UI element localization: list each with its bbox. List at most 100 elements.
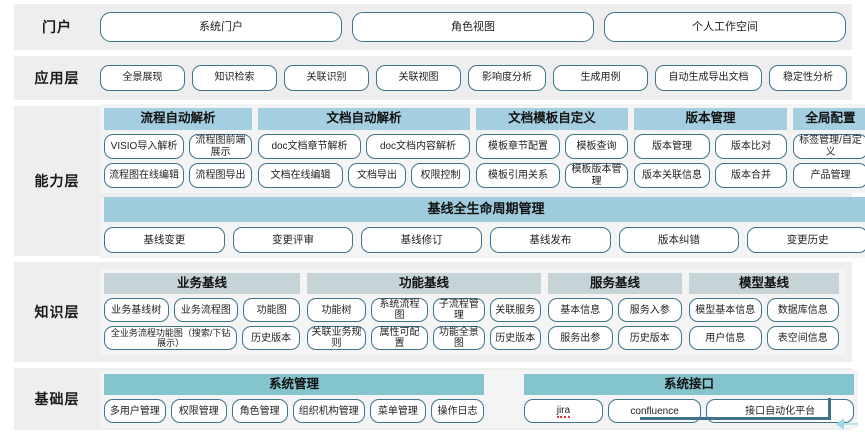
know-item-full-business-process-function-map[interactable]: 全业务流程功能图（搜索/下钻展示）	[104, 326, 238, 351]
portal-item-strip: 系统门户 角色视图 个人工作空间	[100, 12, 846, 42]
cap-item-doc-content-parse[interactable]: doc文档内容解析	[366, 134, 470, 160]
knowledge-group-service-baseline: 服务基线 基本信息 服务入参 服务出参 历史版本	[548, 272, 682, 351]
cap-item-tag-management-custom[interactable]: 标签管理/自定义	[793, 134, 865, 160]
cap-item-version-relation-info[interactable]: 版本关联信息	[634, 163, 710, 189]
know-item-business-baseline-tree[interactable]: 业务基线树	[104, 298, 169, 323]
know-item-function-tree[interactable]: 功能树	[307, 298, 366, 323]
know-item-history-version-business[interactable]: 历史版本	[242, 326, 300, 351]
base-item-jira[interactable]: jira	[524, 399, 603, 424]
base-item-permission-management[interactable]: 权限管理	[170, 399, 227, 424]
lifecycle-item-strip: 基线变更 变更评审 基线修订 基线发布 版本纠错 变更历史	[104, 226, 865, 253]
app-item-impact-analysis[interactable]: 影响度分析	[468, 65, 546, 91]
capability-group-header-process-parse: 流程自动解析	[104, 108, 252, 131]
capability-group-process-parse: 流程自动解析 VISIO导入解析 流程图前端展示 流程图在线编辑 流程图导出	[104, 108, 252, 189]
cap-item-version-merge[interactable]: 版本合并	[715, 163, 787, 189]
knowledge-group-header-function-baseline: 功能基线	[307, 272, 541, 295]
cap-item-template-version-management[interactable]: 模板版本管理	[565, 163, 628, 189]
know-item-system-flowchart[interactable]: 系统流程图	[371, 298, 429, 323]
cap-item-flowchart-frontend-display[interactable]: 流程图前端展示	[189, 134, 252, 160]
cap-item-template-query[interactable]: 模板查询	[565, 134, 628, 160]
know-item-basic-info[interactable]: 基本信息	[548, 298, 613, 323]
knowledge-group-model-baseline: 模型基线 模型基本信息 数据库信息 用户信息 表空间信息	[689, 272, 839, 351]
base-item-menu-management[interactable]: 菜单管理	[369, 399, 426, 424]
know-item-related-business-rule[interactable]: 关联业务规则	[307, 326, 366, 351]
decorative-arrow-line	[840, 423, 858, 425]
layer-label-knowledge: 知识层	[34, 304, 80, 320]
layer-body-capability: 流程自动解析 VISIO导入解析 流程图前端展示 流程图在线编辑 流程图导出	[100, 104, 865, 258]
decorative-arrow-head-icon	[836, 418, 844, 430]
knowledge-group-header-service-baseline: 服务基线	[548, 272, 682, 295]
app-item-relation-view[interactable]: 关联视图	[376, 65, 461, 91]
cap-item-doc-export[interactable]: 文档导出	[348, 163, 406, 189]
layer-row-portal: 门户 系统门户 角色视图 个人工作空间	[14, 4, 852, 50]
lifecycle-item-version-correction[interactable]: 版本纠错	[618, 226, 740, 253]
capability-group-doc-parse: 文档自动解析 doc文档章节解析 doc文档内容解析 文档在线编辑 文档导出 权…	[258, 108, 470, 189]
capability-lifecycle-block: 基线全生命周期管理 基线变更 变更评审 基线修订 基线发布 版本纠错 变更历史	[100, 197, 865, 258]
base-item-org-structure-management[interactable]: 组织机构管理	[292, 399, 365, 424]
portal-item-system-portal[interactable]: 系统门户	[100, 12, 342, 42]
base-item-multi-user-management[interactable]: 多用户管理	[104, 399, 166, 424]
portal-item-personal-workspace[interactable]: 个人工作空间	[604, 12, 846, 42]
app-item-generate-usecase[interactable]: 生成用例	[553, 65, 648, 91]
base-item-operation-log[interactable]: 操作日志	[430, 399, 484, 424]
lifecycle-item-baseline-revise[interactable]: 基线修订	[361, 226, 483, 253]
know-item-function-map[interactable]: 功能图	[243, 298, 301, 323]
cap-item-template-reference-relation[interactable]: 模板引用关系	[476, 163, 560, 189]
capability-group-global-config: 全局配置 标签管理/自定义 产品管理	[793, 108, 865, 189]
foundation-group-system-interface: 系统接口 jira confluence 接口自动化平台	[524, 373, 854, 424]
cap-item-version-compare[interactable]: 版本比对	[715, 134, 787, 160]
know-item-business-flowchart[interactable]: 业务流程图	[173, 298, 239, 323]
lifecycle-item-baseline-change[interactable]: 基线变更	[104, 226, 225, 253]
know-item-function-panorama[interactable]: 功能全景图	[433, 326, 485, 351]
capability-group-header-doc-parse: 文档自动解析	[258, 108, 470, 131]
capability-group-doc-template: 文档模板自定义 模板章节配置 模板查询 模板引用关系 模板版本管理	[476, 108, 628, 189]
layer-row-knowledge: 知识层 业务基线 业务基线树 业务流程图 功能图 全业务流程功能图（搜索/下钻展…	[14, 262, 852, 362]
know-item-service-output-param[interactable]: 服务出参	[548, 326, 613, 351]
portal-item-role-view[interactable]: 角色视图	[352, 12, 594, 42]
cap-item-flowchart-online-edit[interactable]: 流程图在线编辑	[104, 163, 184, 189]
knowledge-group-header-business-baseline: 业务基线	[104, 272, 300, 295]
cap-item-version-management[interactable]: 版本管理	[634, 134, 710, 160]
layer-row-capability: 能力层 流程自动解析 VISIO导入解析 流程图前端展示 流程图在线编辑	[14, 104, 865, 258]
capability-group-header-version-management: 版本管理	[634, 108, 787, 131]
layer-row-application: 应用层 全景展现 知识检索 关联识别 关联视图 影响度分析 生成用例 自动生成导…	[14, 56, 852, 100]
know-item-related-service[interactable]: 关联服务	[489, 298, 541, 323]
cap-item-doc-chapter-parse[interactable]: doc文档章节解析	[258, 134, 361, 160]
decorative-corner-vertical-line	[828, 398, 831, 420]
knowledge-group-strip: 业务基线 业务基线树 业务流程图 功能图 全业务流程功能图（搜索/下钻展示） 历…	[100, 268, 846, 356]
base-item-role-management[interactable]: 角色管理	[231, 399, 288, 424]
application-item-strip: 全景展现 知识检索 关联识别 关联视图 影响度分析 生成用例 自动生成导出文档 …	[100, 65, 847, 91]
know-item-tablespace-info[interactable]: 表空间信息	[766, 326, 839, 351]
know-item-database-info[interactable]: 数据库信息	[766, 298, 839, 323]
cap-item-permission-control[interactable]: 权限控制	[411, 163, 470, 189]
lifecycle-item-change-history[interactable]: 变更历史	[747, 226, 865, 253]
cap-item-product-management[interactable]: 产品管理	[793, 163, 865, 189]
app-item-knowledge-search[interactable]: 知识检索	[192, 65, 277, 91]
know-item-user-info[interactable]: 用户信息	[689, 326, 762, 351]
lifecycle-header: 基线全生命周期管理	[104, 197, 865, 222]
cap-item-visio-import-parse[interactable]: VISIO导入解析	[104, 134, 184, 160]
know-item-history-version-function[interactable]: 历史版本	[489, 326, 541, 351]
cap-item-doc-online-edit[interactable]: 文档在线编辑	[258, 163, 343, 189]
cap-item-template-chapter-config[interactable]: 模板章节配置	[476, 134, 560, 160]
app-item-panorama[interactable]: 全景展现	[100, 65, 185, 91]
lifecycle-item-change-review[interactable]: 变更评审	[232, 226, 354, 253]
know-item-attribute-configurable[interactable]: 属性可配置	[371, 326, 429, 351]
layer-label-portal: 门户	[42, 19, 72, 35]
lifecycle-item-baseline-release[interactable]: 基线发布	[490, 226, 611, 253]
app-item-relation-recognition[interactable]: 关联识别	[284, 65, 369, 91]
app-item-stability-analysis[interactable]: 稳定性分析	[769, 65, 847, 91]
know-item-history-version-service[interactable]: 历史版本	[617, 326, 682, 351]
base-item-jira-label: jira	[556, 405, 571, 419]
cap-item-flowchart-export[interactable]: 流程图导出	[189, 163, 252, 189]
know-item-subprocess-management[interactable]: 子流程管理	[433, 298, 485, 323]
capability-group-header-global-config: 全局配置	[793, 108, 865, 131]
decorative-corner-horizontal-line	[640, 417, 831, 420]
know-item-service-input-param[interactable]: 服务入参	[617, 298, 682, 323]
foundation-group-header-system-management: 系统管理	[104, 373, 484, 396]
app-item-auto-export-doc[interactable]: 自动生成导出文档	[655, 65, 762, 91]
layer-label-capability: 能力层	[34, 173, 80, 189]
knowledge-group-function-baseline: 功能基线 功能树 系统流程图 子流程管理 关联服务 关联业务规则 属性可配置 功…	[307, 272, 541, 351]
know-item-model-basic-info[interactable]: 模型基本信息	[689, 298, 762, 323]
layer-body-foundation: 系统管理 多用户管理 权限管理 角色管理 组织机构管理 菜单管理 操作日志	[100, 369, 864, 429]
